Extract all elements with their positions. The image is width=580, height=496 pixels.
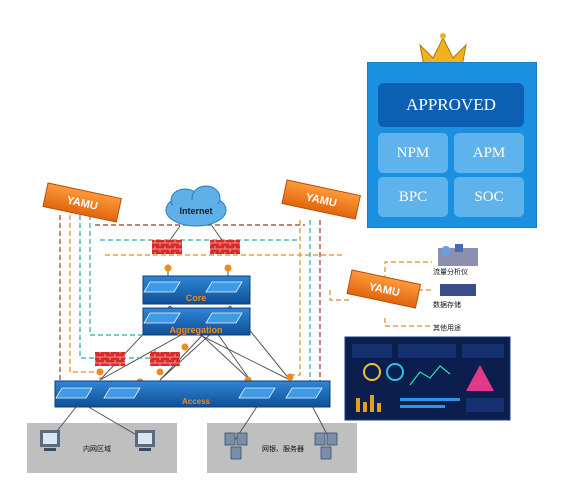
module-bpc: BPC bbox=[378, 177, 448, 217]
access-switch bbox=[54, 380, 331, 408]
analyzer-icon bbox=[438, 244, 478, 266]
module-apm: APM bbox=[454, 133, 524, 173]
internet-cloud bbox=[165, 185, 227, 227]
computer-icon bbox=[40, 430, 60, 451]
aggregation-label: Aggregation bbox=[170, 325, 223, 335]
appliance-middle: YAMU bbox=[346, 269, 422, 309]
product-panel: APPROVED NPM APM BPC SOC bbox=[367, 62, 537, 228]
firewall-icon bbox=[152, 240, 182, 254]
zone-intranet-label: 内网区域 bbox=[83, 444, 111, 453]
server-icon bbox=[314, 432, 338, 460]
switch-icon bbox=[55, 281, 323, 399]
output-storage-label: 数据存储 bbox=[433, 300, 461, 309]
firewall-icon bbox=[210, 240, 240, 254]
zone-servers-label: 网银、服务器 bbox=[262, 444, 304, 453]
network-links bbox=[49, 270, 331, 441]
firewall-icon bbox=[95, 352, 125, 366]
core-label: Core bbox=[186, 293, 207, 303]
dashboard-screenshot bbox=[344, 336, 511, 421]
module-npm: NPM bbox=[378, 133, 448, 173]
appliance-left: YAMU bbox=[42, 182, 122, 223]
module-soc: SOC bbox=[454, 177, 524, 217]
firewall-icon bbox=[150, 352, 180, 366]
appliance-right: YAMU bbox=[281, 179, 361, 220]
internet-label: Internet bbox=[179, 206, 212, 216]
access-label: Access bbox=[182, 397, 211, 406]
storage-icon bbox=[440, 284, 476, 296]
server-icon bbox=[224, 432, 248, 460]
computer-icon bbox=[135, 430, 155, 451]
output-analyzer-label: 流量分析仪 bbox=[433, 267, 468, 276]
approved-badge: APPROVED bbox=[378, 83, 524, 127]
output-other-label: 其他用途 bbox=[433, 323, 461, 332]
